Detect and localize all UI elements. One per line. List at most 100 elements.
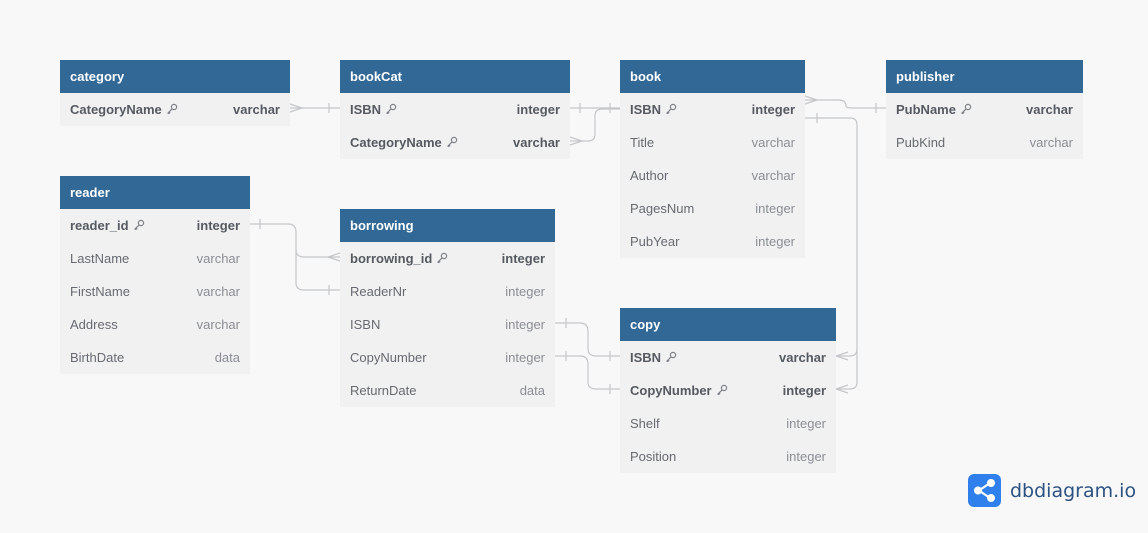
field-name-cell: ISBN (350, 93, 397, 126)
table-header[interactable]: borrowing (340, 209, 555, 242)
field-name-cell: CategoryName (70, 93, 178, 126)
field-name-cell: Shelf (630, 407, 660, 440)
field-type: integer (501, 251, 545, 266)
field-row[interactable]: ReturnDate data (340, 374, 555, 407)
field-name: BirthDate (70, 350, 125, 365)
field-name-cell: PubYear (630, 225, 679, 258)
field-name-cell: Position (630, 440, 676, 473)
field-name-cell: borrowing_id (350, 242, 448, 275)
field-row[interactable]: ReaderNr integer (340, 275, 555, 308)
field-type: integer (786, 449, 826, 464)
field-name: CopyNumber (350, 350, 427, 365)
field-name: ReturnDate (350, 383, 417, 398)
field-type: varchar (1026, 102, 1073, 117)
field-type: integer (751, 102, 795, 117)
field-row[interactable]: Position integer (620, 440, 836, 473)
field-row[interactable]: borrowing_id integer (340, 242, 555, 275)
field-name: PagesNum (630, 201, 695, 216)
relationship-edge (295, 250, 340, 291)
primary-key-icon (133, 210, 145, 231)
field-type: integer (516, 102, 560, 117)
field-name: borrowing_id (350, 251, 433, 266)
field-row[interactable]: ISBN integer (620, 93, 805, 126)
table-header[interactable]: book (620, 60, 805, 93)
field-name-cell: ISBN (630, 93, 677, 126)
field-name: PubName (896, 102, 956, 117)
field-name-cell: reader_id (70, 209, 145, 242)
field-name: Position (630, 449, 677, 464)
relationship-edge (570, 108, 620, 142)
field-name: ISBN (350, 102, 382, 117)
field-type: varchar (513, 135, 560, 150)
field-name: reader_id (70, 218, 129, 233)
primary-key-icon (665, 342, 677, 363)
field-name: PubKind (896, 135, 946, 150)
field-type: data (519, 383, 545, 398)
field-name-cell: FirstName (70, 275, 130, 308)
relationship-edge (555, 322, 620, 357)
brand-logo-link[interactable]: dbdiagram.io (968, 474, 1136, 507)
field-name: ReaderNr (350, 284, 407, 299)
primary-key-icon (385, 94, 397, 115)
field-type: integer (505, 284, 545, 299)
field-name: CategoryName (70, 102, 162, 117)
dbdiagram-logo-icon (968, 474, 1001, 507)
field-type: integer (505, 317, 545, 332)
field-name-cell: PubName (896, 93, 972, 126)
field-name: FirstName (70, 284, 130, 299)
field-name: CategoryName (350, 135, 442, 150)
relationship-edge (555, 355, 620, 390)
field-row[interactable]: ISBN integer (340, 93, 570, 126)
field-row[interactable]: CopyNumber integer (340, 341, 555, 374)
field-type: integer (505, 350, 545, 365)
field-type: varchar (196, 251, 240, 266)
field-name: PubYear (630, 234, 680, 249)
table-header[interactable]: category (60, 60, 290, 93)
field-type: varchar (233, 102, 280, 117)
field-row[interactable]: PubName varchar (886, 93, 1083, 126)
table-header[interactable]: reader (60, 176, 250, 209)
crow-foot-marker (834, 384, 849, 394)
field-type: varchar (751, 135, 795, 150)
table-header[interactable]: publisher (886, 60, 1083, 93)
field-name: CopyNumber (630, 383, 712, 398)
table-header[interactable]: copy (620, 308, 836, 341)
field-name-cell: CopyNumber (630, 374, 728, 407)
field-name-cell: ReturnDate (350, 374, 416, 407)
relationship-edge (250, 223, 340, 258)
field-row[interactable]: Shelf integer (620, 407, 836, 440)
table-header[interactable]: bookCat (340, 60, 570, 93)
field-type: integer (786, 416, 826, 431)
field-name-cell: Address (70, 308, 118, 341)
field-row[interactable]: LastName varchar (60, 242, 250, 275)
field-name: ISBN (630, 350, 662, 365)
field-name-cell: PubKind (896, 126, 945, 159)
field-row[interactable]: CategoryName varchar (340, 126, 570, 159)
brand-name: dbdiagram.io (1010, 479, 1137, 502)
relationship-edge (836, 349, 858, 390)
field-name-cell: ISBN (630, 341, 677, 374)
field-name-cell: LastName (70, 242, 129, 275)
field-name: Author (630, 168, 669, 183)
field-row[interactable]: CategoryName varchar (60, 93, 290, 126)
